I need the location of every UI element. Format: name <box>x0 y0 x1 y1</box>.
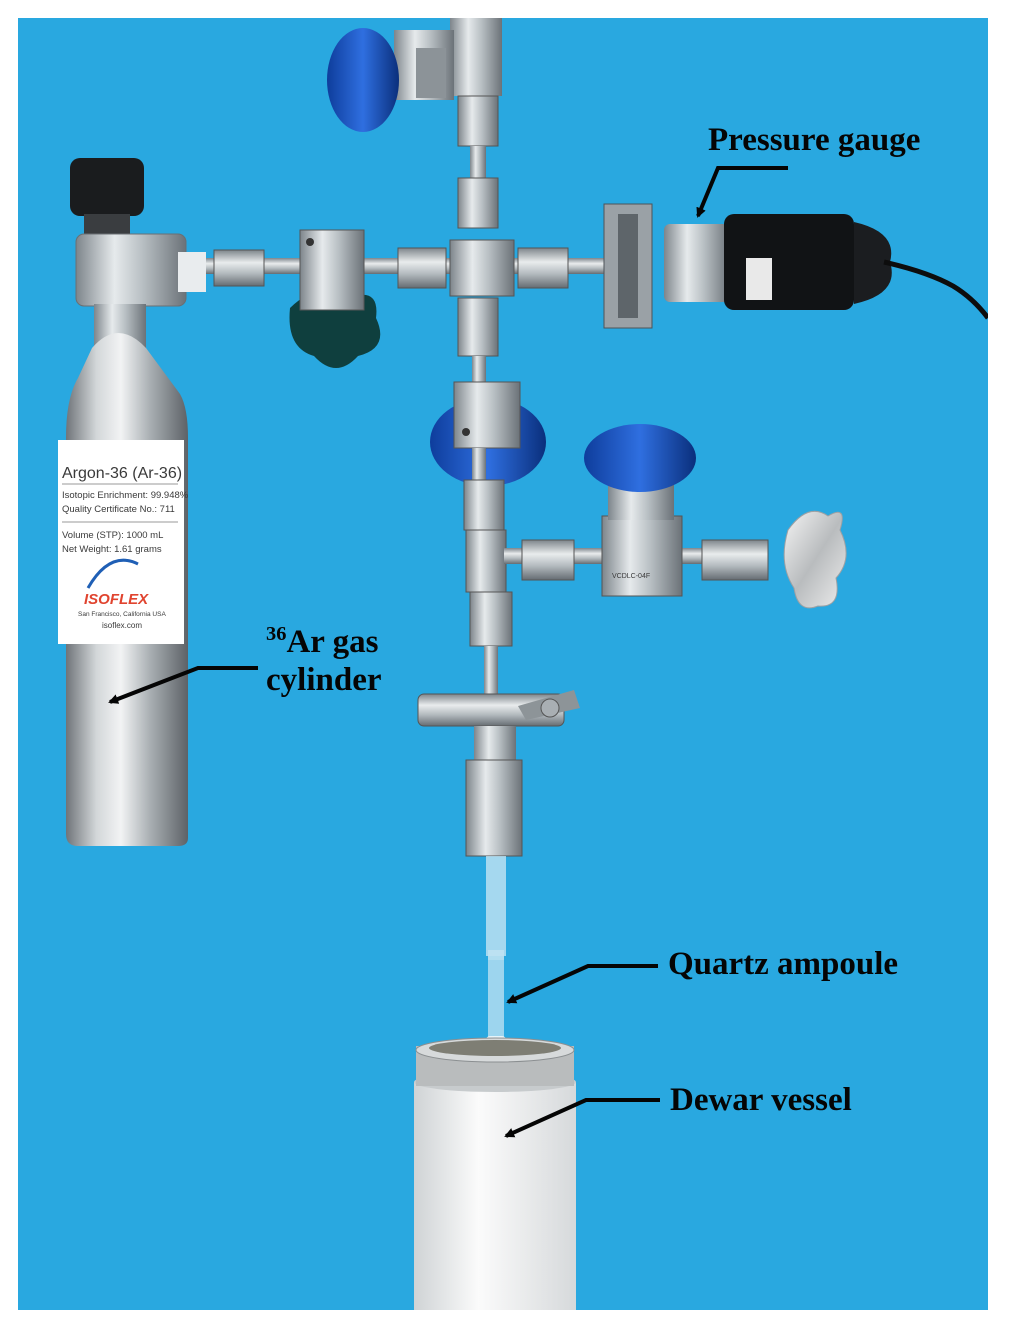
middle-blue-valve <box>430 381 546 531</box>
lower-vertical-line <box>417 591 580 857</box>
callout-arrows <box>108 166 788 1138</box>
apparatus-photo: VCDLC-04F <box>18 18 988 1310</box>
isoflex-logo-arc <box>86 558 139 589</box>
cylinder-label-line4: Net Weight: 1.61 grams <box>62 544 162 555</box>
horizontal-manifold <box>168 239 608 297</box>
pressure-gauge-label: Pressure gauge <box>708 122 921 158</box>
quartz-ampoule <box>486 856 506 1048</box>
apparatus-illustration: VCDLC-04F <box>58 18 988 1310</box>
cylinder-label-line1: Isotopic Enrichment: 99.948% <box>62 490 189 501</box>
isotope-superscript: 36 <box>266 623 287 645</box>
isoflex-logo-sub: San Francisco, California USA <box>78 611 166 618</box>
dewar-vessel-label: Dewar vessel <box>670 1082 852 1118</box>
isoflex-website: isoflex.com <box>102 621 142 630</box>
valve-marking: VCDLC-04F <box>612 573 650 580</box>
cylinder-label-line3: Volume (STP): 1000 mL <box>62 530 163 541</box>
cylinder-label-line2: Quality Certificate No.: 711 <box>62 504 175 515</box>
middle-vertical-line <box>457 297 499 386</box>
quartz-ampoule-label: Quartz ampoule <box>668 946 899 982</box>
argon-cylinder: Argon-36 (Ar-36) Isotopic Enrichment: 99… <box>58 158 206 846</box>
ar-gas-cylinder-label: 36Ar gas cylinder <box>266 623 382 698</box>
right-branch-valve: VCDLC-04F <box>465 424 847 609</box>
pressure-gauge <box>603 203 988 329</box>
dewar-vessel <box>414 1037 576 1310</box>
isoflex-logo: ISOFLEX <box>84 591 149 608</box>
left-manifold-valve <box>289 229 381 368</box>
top-valve <box>327 18 502 229</box>
cylinder-label-title: Argon-36 (Ar-36) <box>62 465 182 482</box>
